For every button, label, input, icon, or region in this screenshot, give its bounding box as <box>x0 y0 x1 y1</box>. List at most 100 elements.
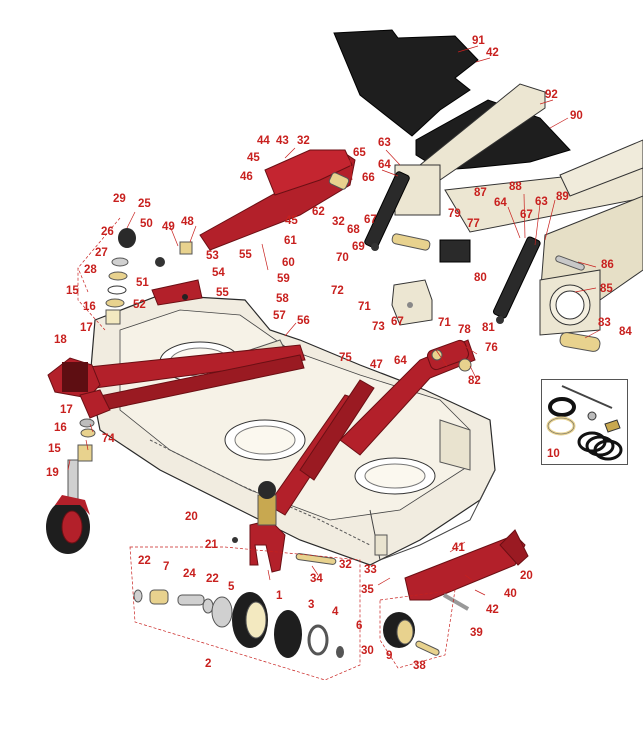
callout-43: 43 <box>276 135 289 147</box>
callout-57: 57 <box>273 310 286 322</box>
callout-54: 54 <box>212 267 225 279</box>
callout-58: 58 <box>276 293 289 305</box>
diagonal-lift-arm <box>267 379 375 516</box>
callout-45: 45 <box>247 152 260 164</box>
rear-roller <box>383 593 470 656</box>
callout-5: 5 <box>228 581 235 593</box>
callout-87: 87 <box>474 187 487 199</box>
callout-60: 60 <box>282 257 295 269</box>
callout-83: 83 <box>598 317 611 329</box>
callout-19: 19 <box>46 467 59 479</box>
callout-71: 71 <box>438 317 451 329</box>
callout-69: 69 <box>352 241 365 253</box>
callout-82: 82 <box>468 375 481 387</box>
callout-29: 29 <box>113 193 126 205</box>
callout-39: 39 <box>470 627 483 639</box>
upper-shield <box>333 29 479 137</box>
callout-59: 59 <box>277 273 290 285</box>
lift-cylinder-right <box>492 236 541 324</box>
lift-cylinder-left <box>364 171 410 251</box>
callout-27: 27 <box>95 247 108 259</box>
valve-block <box>391 239 471 326</box>
callout-32: 32 <box>339 559 352 571</box>
callout-35: 35 <box>361 584 374 596</box>
callout-25: 25 <box>138 198 151 210</box>
callout-70: 70 <box>336 252 349 264</box>
callout-38: 38 <box>413 660 426 672</box>
callout-55: 55 <box>239 249 252 261</box>
callout-51: 51 <box>136 277 149 289</box>
callout-24: 24 <box>183 568 196 580</box>
callout-72: 72 <box>331 285 344 297</box>
callout-74: 74 <box>102 433 115 445</box>
callout-73: 73 <box>372 321 385 333</box>
callout-67: 67 <box>364 214 377 226</box>
callout-48: 48 <box>181 216 194 228</box>
group-box-spindle <box>77 217 121 331</box>
callout-17: 17 <box>60 404 73 416</box>
callout-76: 76 <box>485 342 498 354</box>
callout-16: 16 <box>83 301 96 313</box>
callout-15: 15 <box>48 443 61 455</box>
upper-lift-arm <box>199 149 356 251</box>
callout-67: 67 <box>520 209 533 221</box>
spindle-parts-stack <box>105 228 193 325</box>
callout-64: 64 <box>378 159 391 171</box>
pivot-bracket <box>151 279 203 306</box>
callout-78: 78 <box>458 324 471 336</box>
callout-63: 63 <box>535 196 548 208</box>
callout-20: 20 <box>520 570 533 582</box>
callout-3: 3 <box>308 599 315 611</box>
callout-6: 6 <box>356 620 363 632</box>
callout-61: 61 <box>284 235 297 247</box>
mower-deck <box>89 294 496 566</box>
callout-91: 91 <box>472 35 485 47</box>
callout-22: 22 <box>138 555 151 567</box>
pin-yellow <box>391 233 431 251</box>
callout-67: 67 <box>391 316 404 328</box>
callout-44: 44 <box>257 135 270 147</box>
callout-22: 22 <box>206 573 219 585</box>
callout-55: 55 <box>216 287 229 299</box>
seal-kit-inset <box>541 379 628 465</box>
group-box-wheel <box>129 546 361 681</box>
callout-64: 64 <box>494 197 507 209</box>
front-caster-wheel <box>46 418 96 554</box>
callout-77: 77 <box>467 218 480 230</box>
callout-75: 75 <box>339 352 352 364</box>
rear-lift-arm <box>339 339 476 456</box>
callout-20: 20 <box>185 511 198 523</box>
callout-33: 33 <box>364 564 377 576</box>
seal-kit-icon <box>546 385 623 461</box>
callout-85: 85 <box>600 283 613 295</box>
callout-32: 32 <box>297 135 310 147</box>
callout-1: 1 <box>276 590 283 602</box>
callout-32: 32 <box>332 216 345 228</box>
callout-62: 62 <box>312 206 325 218</box>
callout-15: 15 <box>66 285 79 297</box>
wheel-assembly <box>133 537 344 658</box>
callout-17: 17 <box>80 322 93 334</box>
callout-68: 68 <box>347 224 360 236</box>
callout-92: 92 <box>545 89 558 101</box>
callout-10: 10 <box>547 448 560 460</box>
callout-81: 81 <box>482 322 495 334</box>
rear-bracket <box>404 529 529 601</box>
callout-21: 21 <box>205 539 218 551</box>
callout-90: 90 <box>570 110 583 122</box>
callout-2: 2 <box>205 658 212 670</box>
callout-26: 26 <box>101 226 114 238</box>
callout-34: 34 <box>310 573 323 585</box>
front-crossbar <box>59 344 306 413</box>
callout-89: 89 <box>556 191 569 203</box>
callout-7: 7 <box>163 561 170 573</box>
callout-28: 28 <box>84 264 97 276</box>
callout-56: 56 <box>297 315 310 327</box>
callout-42: 42 <box>486 47 499 59</box>
leader-lines <box>67 45 601 596</box>
callout-86: 86 <box>601 259 614 271</box>
callout-9: 9 <box>386 650 393 662</box>
rear-frame <box>394 83 643 336</box>
